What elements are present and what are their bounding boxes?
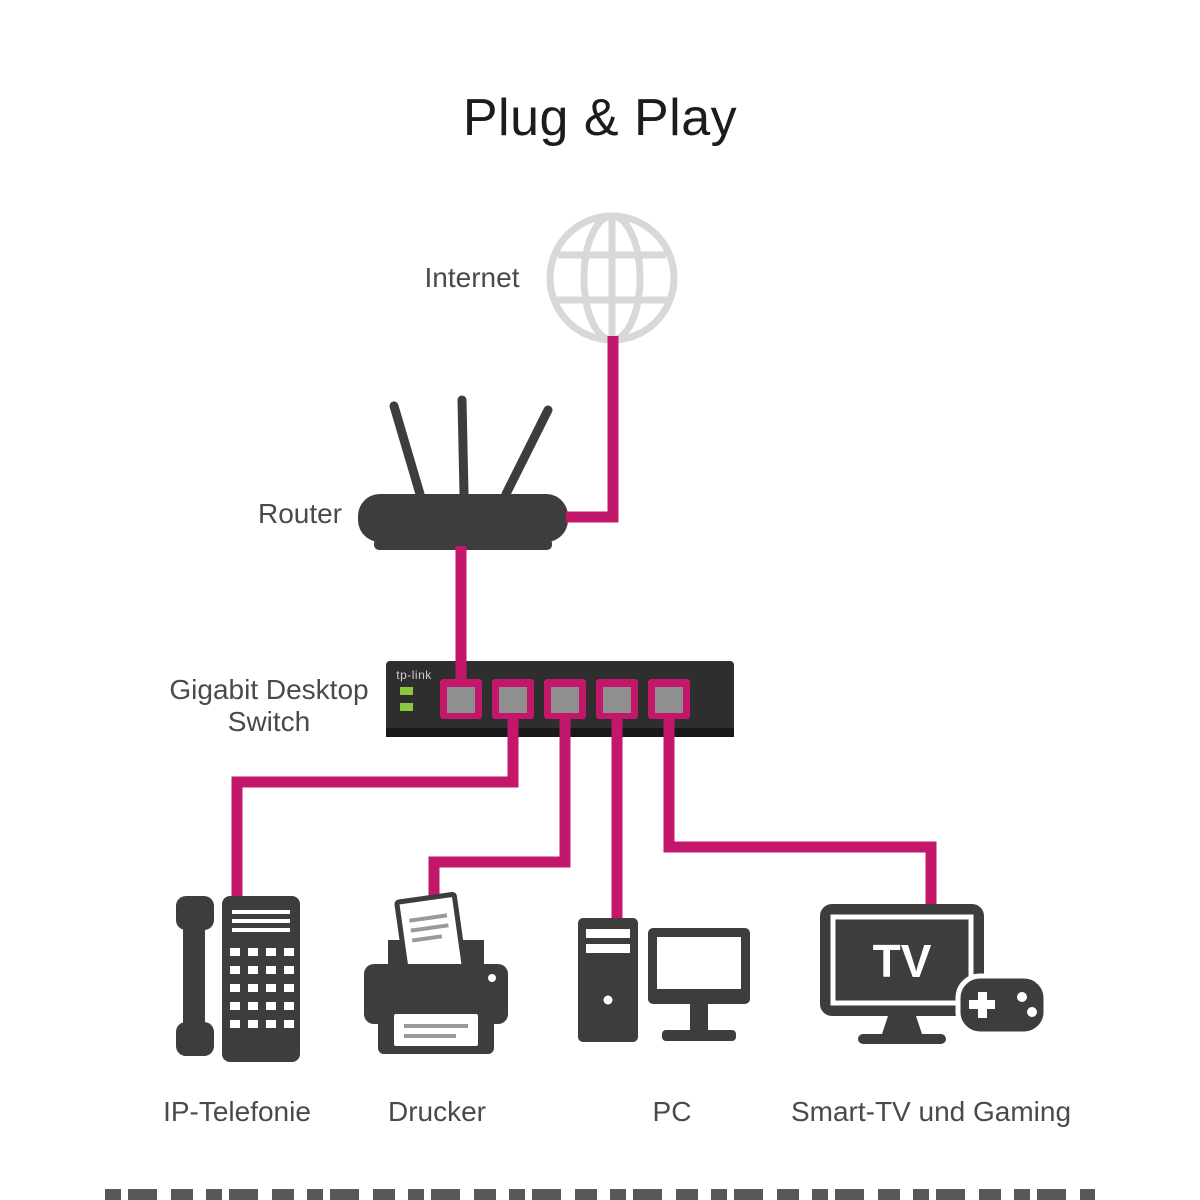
phone-display xyxy=(232,910,290,932)
controller-buttons xyxy=(1017,992,1037,1017)
tv-screen-border xyxy=(830,914,974,1006)
internet-label: Internet xyxy=(424,262,520,293)
cable-switch-tv xyxy=(663,712,937,915)
cable-internet-router xyxy=(566,336,619,523)
pc-icon xyxy=(578,918,750,1042)
phone-label: IP-Telefonie xyxy=(163,1096,311,1127)
tv-stand-base xyxy=(858,1034,946,1044)
printer-button xyxy=(488,974,496,982)
switch-port-2 xyxy=(492,679,534,719)
pc-monitor-base xyxy=(662,1030,736,1041)
pc-monitor-screen xyxy=(657,937,741,989)
tv-label: Smart-TV und Gaming xyxy=(790,1096,1072,1127)
internet-globe-icon xyxy=(546,212,678,344)
printer-icon xyxy=(364,891,508,1054)
controller-dpad xyxy=(969,992,995,1018)
phone-handset xyxy=(176,896,214,1056)
diagram-title: Plug & Play xyxy=(462,89,738,147)
cable-switch-phone xyxy=(231,712,519,912)
smart-tv-icon: TV xyxy=(820,904,1049,1044)
cables xyxy=(231,336,937,935)
ip-phone-icon xyxy=(176,896,300,1062)
switch-port-4 xyxy=(596,679,638,719)
router-antennas xyxy=(389,395,553,499)
tv-screen-text: TV xyxy=(873,935,932,987)
switch-port-1 xyxy=(440,679,482,719)
switch-ports xyxy=(440,679,690,719)
switch-label: Gigabit Desktop Switch xyxy=(169,674,369,737)
phone-body xyxy=(222,896,300,1062)
game-controller-icon xyxy=(955,973,1049,1037)
cropped-caption-strip xyxy=(105,1189,1095,1200)
router-icon xyxy=(358,395,568,550)
switch-port-3 xyxy=(544,679,586,719)
tv-body xyxy=(820,904,984,1016)
pc-monitor-neck xyxy=(690,1004,708,1030)
switch-leds xyxy=(400,687,413,711)
pc-tower-slots xyxy=(586,929,630,953)
printer-label: Drucker xyxy=(387,1096,486,1127)
pc-label: PC xyxy=(652,1096,692,1127)
router-body xyxy=(358,494,568,542)
phone-keypad xyxy=(230,948,294,1028)
switch-port-5 xyxy=(648,679,690,719)
router-label: Router xyxy=(257,498,343,529)
pc-power-button xyxy=(603,995,613,1005)
tv-stand-neck xyxy=(882,1016,922,1034)
printer-output-paper xyxy=(394,1014,478,1046)
switch-brand-label: tp-link xyxy=(396,668,432,682)
router-base xyxy=(374,538,552,550)
